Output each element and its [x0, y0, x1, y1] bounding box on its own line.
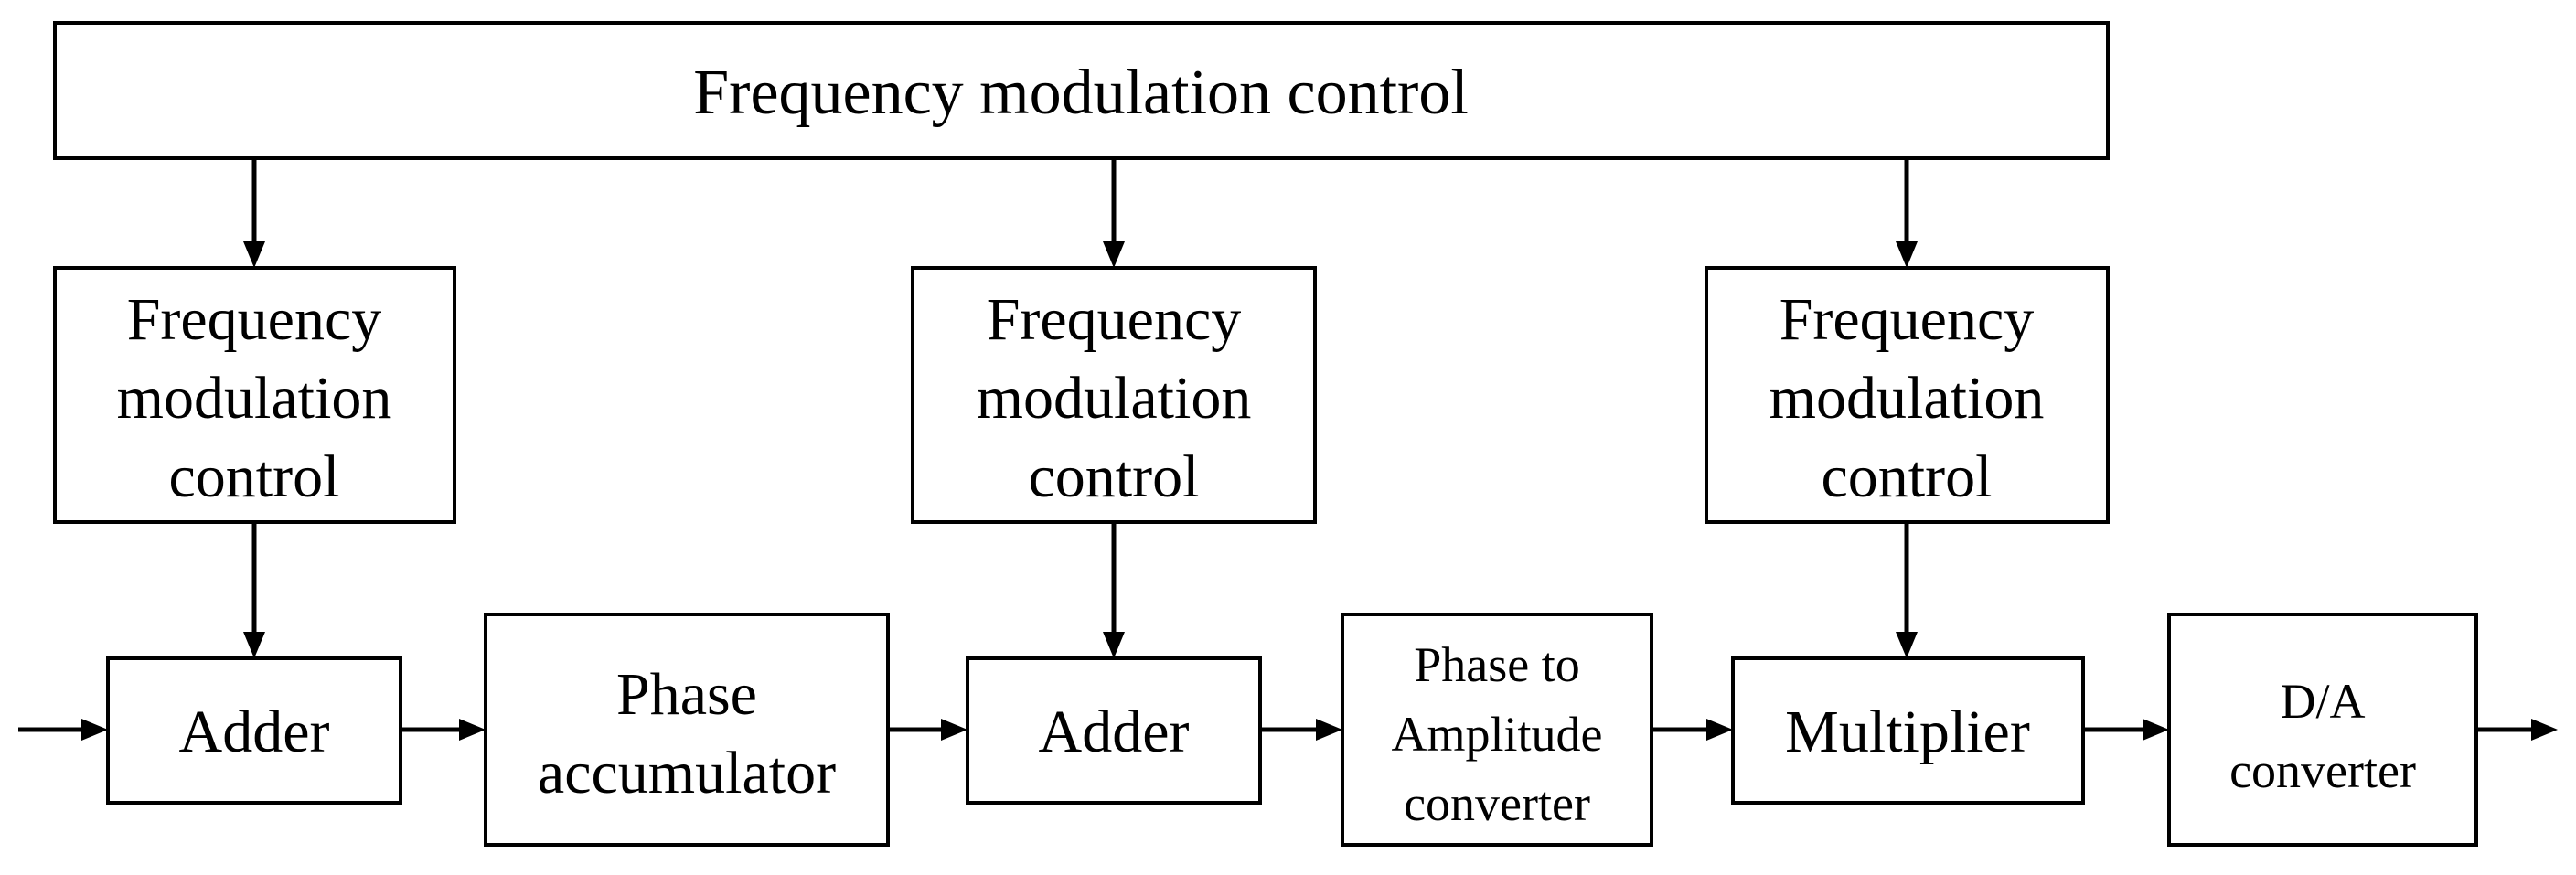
control-box-1-line-1: Frequency — [127, 286, 382, 353]
control-box-1 — [53, 266, 456, 524]
phase-accumulator-line-2: accumulator — [538, 740, 836, 806]
arrow-control-1-to-adder-head — [243, 632, 265, 658]
arrow-input-head — [81, 719, 108, 741]
arrow-top-to-control-3-head — [1896, 241, 1918, 268]
control-box-1-line-3: control — [169, 443, 340, 510]
arrow-control-2-to-adder-head — [1103, 632, 1125, 658]
control-box-2-line-2: modulation — [977, 365, 1252, 432]
arrow-phase-amplitude-to-multiplier-head — [1706, 719, 1733, 741]
arrow-adder1-to-accumulator-head — [459, 719, 486, 741]
adder-box-2-label: Adder — [1039, 699, 1190, 765]
arrow-control-3-to-multiplier-head — [1896, 632, 1918, 658]
control-box-2-line-3: control — [1029, 443, 1200, 510]
top-control-box — [53, 21, 2110, 160]
arrow-top-to-control-1-head — [243, 241, 265, 268]
phase-to-amplitude-line-3: converter — [1404, 776, 1590, 831]
arrow-output-head — [2531, 719, 2558, 741]
arrow-accumulator-to-adder2-head — [941, 719, 967, 741]
multiplier-box — [1731, 656, 2085, 805]
arrow-top-to-control-2-head — [1103, 241, 1125, 268]
control-box-1-line-2: modulation — [117, 365, 392, 432]
control-box-2-line-1: Frequency — [987, 286, 1242, 353]
arrow-adder2-to-phase-amplitude-head — [1316, 719, 1342, 741]
control-box-3-line-3: control — [1822, 443, 1993, 510]
da-converter-line-1: D/A — [2281, 674, 2366, 729]
adder-box-1 — [106, 656, 402, 805]
adder-box-2 — [966, 656, 1262, 805]
da-converter-box — [2167, 613, 2478, 847]
adder-box-1-label: Adder — [179, 699, 330, 765]
arrow-multiplier-to-da-head — [2143, 719, 2169, 741]
phase-to-amplitude-line-1: Phase to — [1414, 637, 1580, 692]
phase-accumulator-line-1: Phase — [616, 661, 757, 728]
da-converter-line-2: converter — [2229, 743, 2416, 798]
control-box-3 — [1705, 266, 2110, 524]
top-control-label: Frequency modulation control — [693, 58, 1469, 128]
phase-accumulator-box — [484, 613, 890, 847]
phase-to-amplitude-line-2: Amplitude — [1392, 707, 1603, 762]
multiplier-label: Multiplier — [1785, 699, 2030, 765]
phase-to-amplitude-box — [1341, 613, 1653, 847]
control-box-3-line-2: modulation — [1769, 365, 2045, 432]
control-box-3-line-1: Frequency — [1780, 286, 2035, 353]
